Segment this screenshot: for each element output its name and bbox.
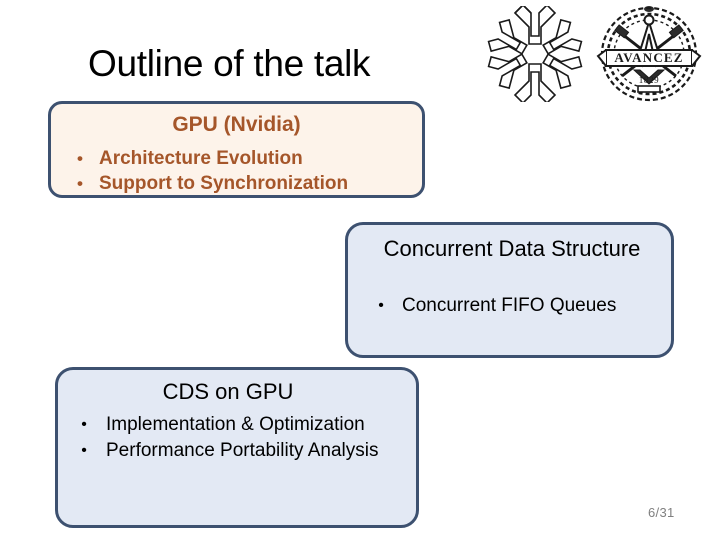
topic-box-concurrent-data-structure-heading: Concurrent Data Structure <box>383 236 641 261</box>
topic-box-gpu-bullet-list: • Architecture Evolution • Support to Sy… <box>61 146 421 196</box>
list-item: • Architecture Evolution <box>61 146 421 171</box>
avancez-seal-logo: AVANCEZ 1829 <box>596 4 702 104</box>
page-title: Outline of the talk <box>88 43 371 84</box>
seal-year-text: 1829 <box>639 75 659 85</box>
topic-box-concurrent-data-structure-bullet-list: • Concurrent FIFO Queues <box>360 293 660 318</box>
list-item: • Performance Portability Analysis <box>62 438 412 464</box>
page-number: 6/31 <box>648 505 675 520</box>
list-item: • Support to Synchronization <box>61 171 421 196</box>
bullet-point-icon: • <box>81 416 87 433</box>
topic-box-cds-on-gpu-heading: CDS on GPU <box>162 379 294 404</box>
list-item-label: Implementation & Optimization <box>106 414 365 435</box>
topic-box-gpu[interactable]: GPU (Nvidia) • Architecture Evolution • … <box>48 101 425 198</box>
bullet-point-icon: • <box>378 297 384 314</box>
bullet-point-icon: • <box>81 442 87 459</box>
list-item: • Concurrent FIFO Queues <box>360 293 660 318</box>
list-item: • Implementation & Optimization <box>62 412 412 438</box>
topic-box-concurrent-data-structure[interactable]: Concurrent Data Structure • Concurrent F… <box>345 222 674 358</box>
bullet-point-icon: • <box>77 174 83 193</box>
list-item-label: Architecture Evolution <box>99 148 303 169</box>
seal-motto-text: AVANCEZ <box>614 50 683 65</box>
list-item-label: Support to Synchronization <box>99 173 349 194</box>
topic-box-cds-on-gpu[interactable]: CDS on GPU • Implementation & Optimizati… <box>55 367 419 528</box>
chalmers-hexagon-logo <box>481 3 589 105</box>
list-item-label: Concurrent FIFO Queues <box>402 295 617 316</box>
topic-box-cds-on-gpu-bullet-list: • Implementation & Optimization • Perfor… <box>62 412 412 464</box>
list-item-label: Performance Portability Analysis <box>106 440 379 461</box>
bullet-point-icon: • <box>77 149 83 168</box>
topic-box-gpu-heading: GPU (Nvidia) <box>172 113 301 136</box>
